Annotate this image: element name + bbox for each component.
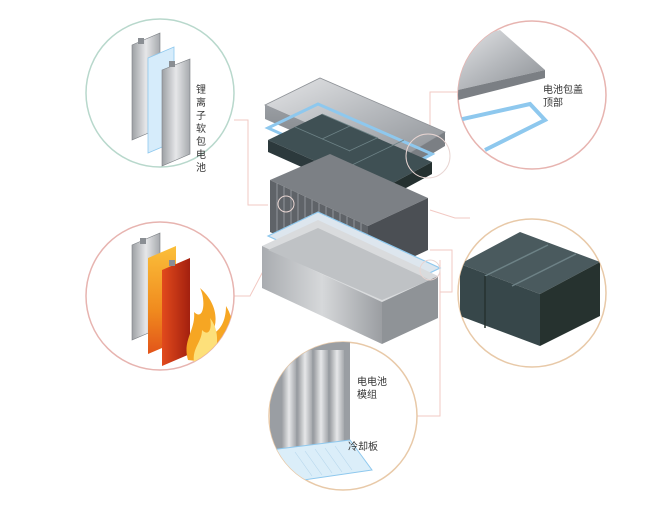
pouch-cell-label: 锂离子软包电池 xyxy=(196,85,206,174)
callout-module-cooling xyxy=(268,341,418,491)
pack-top-cover-label-line1: 电池包盖 xyxy=(543,85,583,96)
pack-top-cover-label-line2: 顶部 xyxy=(543,98,563,109)
callout-pouch-cell xyxy=(85,18,235,168)
callout-thermal-runaway xyxy=(85,221,235,371)
battery-module-label: 电电池 模组 xyxy=(357,376,387,402)
battery-tray xyxy=(262,220,438,344)
battery-module-label-line2: 模组 xyxy=(357,390,377,401)
battery-module-label-line1: 电电池 xyxy=(357,377,387,388)
callout-module-block xyxy=(457,218,607,368)
callout-pack-top-cover xyxy=(457,20,607,170)
pack-top-cover-label: 电池包盖 顶部 xyxy=(543,84,583,110)
leader-lines xyxy=(234,91,470,417)
cooling-plate-label: 冷却板 xyxy=(348,442,378,453)
connector-markers xyxy=(277,133,451,281)
